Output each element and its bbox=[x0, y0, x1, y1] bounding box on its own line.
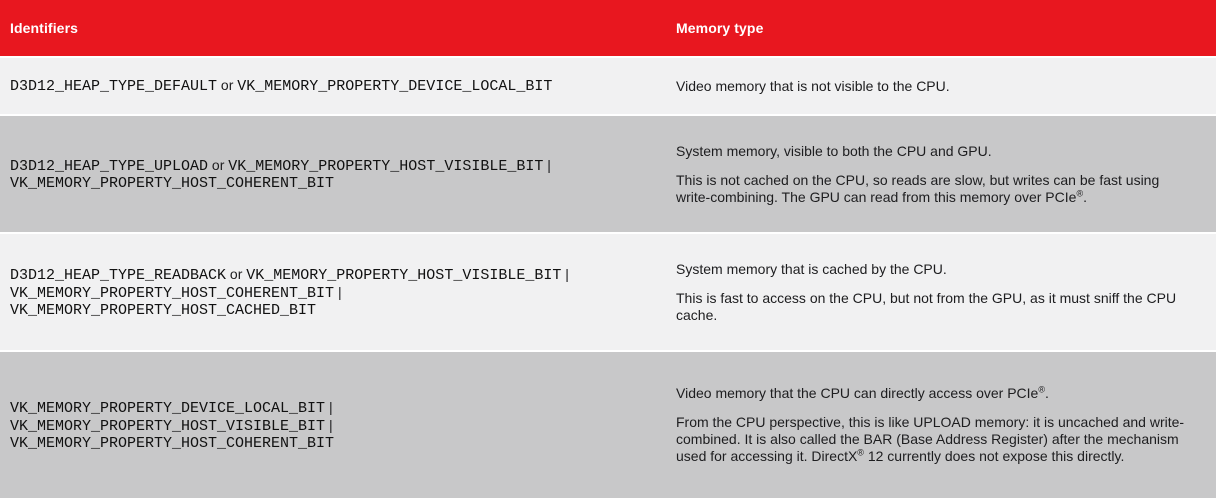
memory-type-cell: System memory that is cached by the CPU.… bbox=[666, 234, 1216, 350]
identifier-code: VK_MEMORY_PROPERTY_HOST_COHERENT_BIT bbox=[10, 434, 335, 452]
memory-type-cell: Video memory that is not visible to the … bbox=[666, 58, 1216, 114]
identifier-code: D3D12_HEAP_TYPE_READBACK bbox=[10, 266, 227, 284]
identifiers-cell: D3D12_HEAP_TYPE_UPLOAD or VK_MEMORY_PROP… bbox=[0, 116, 666, 232]
identifier-code: VK_MEMORY_PROPERTY_HOST_VISIBLE_BIT bbox=[246, 266, 562, 284]
memory-type-text: Video memory that is not visible to the … bbox=[676, 78, 950, 95]
identifier-code: D3D12_HEAP_TYPE_DEFAULT bbox=[10, 78, 218, 95]
column-header-memory-type: Memory type bbox=[676, 20, 764, 36]
identifier-connector: or bbox=[217, 77, 238, 93]
table-row: D3D12_HEAP_TYPE_READBACK or VK_MEMORY_PR… bbox=[0, 234, 1216, 350]
identifier-connector: | bbox=[334, 283, 342, 300]
identifier-connector: | bbox=[325, 398, 333, 415]
identifier-code: VK_MEMORY_PROPERTY_DEVICE_LOCAL_BIT bbox=[237, 78, 553, 95]
identifier-code: VK_MEMORY_PROPERTY_HOST_COHERENT_BIT bbox=[10, 284, 335, 302]
identifiers-text: D3D12_HEAP_TYPE_UPLOAD or VK_MEMORY_PROP… bbox=[10, 157, 551, 192]
identifiers-text: D3D12_HEAP_TYPE_READBACK or VK_MEMORY_PR… bbox=[10, 266, 569, 319]
memory-type-paragraph: Video memory that is not visible to the … bbox=[676, 77, 950, 94]
identifiers-cell: D3D12_HEAP_TYPE_READBACK or VK_MEMORY_PR… bbox=[0, 234, 666, 350]
identifiers-cell: D3D12_HEAP_TYPE_DEFAULT or VK_MEMORY_PRO… bbox=[0, 58, 666, 114]
column-header-identifiers: Identifiers bbox=[10, 20, 79, 36]
memory-type-paragraph: This is not cached on the CPU, so reads … bbox=[676, 171, 1160, 205]
table-row: D3D12_HEAP_TYPE_DEFAULT or VK_MEMORY_PRO… bbox=[0, 58, 1216, 114]
memory-type-paragraph: This is fast to access on the CPU, but n… bbox=[676, 289, 1177, 323]
table-row: VK_MEMORY_PROPERTY_DEVICE_LOCAL_BIT |VK_… bbox=[0, 352, 1216, 498]
identifiers-text: VK_MEMORY_PROPERTY_DEVICE_LOCAL_BIT |VK_… bbox=[10, 399, 334, 452]
memory-type-text: System memory that is cached by the CPU.… bbox=[676, 261, 1186, 324]
identifier-code: VK_MEMORY_PROPERTY_HOST_VISIBLE_BIT bbox=[228, 157, 544, 175]
memory-type-paragraph: System memory that is cached by the CPU. bbox=[676, 260, 947, 277]
table-body: D3D12_HEAP_TYPE_DEFAULT or VK_MEMORY_PRO… bbox=[0, 58, 1216, 498]
table-header-row: Identifiers Memory type bbox=[0, 0, 1216, 56]
registered-trademark-symbol: ® bbox=[1076, 187, 1084, 198]
identifier-connector: | bbox=[561, 265, 569, 282]
identifier-code: VK_MEMORY_PROPERTY_HOST_COHERENT_BIT bbox=[10, 174, 335, 192]
identifier-connector: | bbox=[325, 416, 333, 433]
identifier-code: D3D12_HEAP_TYPE_UPLOAD bbox=[10, 157, 209, 175]
memory-type-cell: Video memory that the CPU can directly a… bbox=[666, 352, 1216, 498]
identifier-code: VK_MEMORY_PROPERTY_DEVICE_LOCAL_BIT bbox=[10, 399, 326, 417]
identifiers-text: D3D12_HEAP_TYPE_DEFAULT or VK_MEMORY_PRO… bbox=[10, 77, 552, 95]
registered-trademark-symbol: ® bbox=[1038, 384, 1045, 395]
identifier-code: VK_MEMORY_PROPERTY_HOST_VISIBLE_BIT bbox=[10, 417, 326, 435]
memory-type-text: Video memory that the CPU can directly a… bbox=[676, 385, 1186, 465]
identifier-connector: or bbox=[226, 265, 247, 282]
memory-type-paragraph: Video memory that the CPU can directly a… bbox=[676, 384, 1049, 401]
table-row: D3D12_HEAP_TYPE_UPLOAD or VK_MEMORY_PROP… bbox=[0, 116, 1216, 232]
identifier-connector: | bbox=[543, 156, 551, 173]
registered-trademark-symbol: ® bbox=[857, 447, 864, 458]
memory-type-cell: System memory, visible to both the CPU a… bbox=[666, 116, 1216, 232]
memory-type-paragraph: From the CPU perspective, this is like U… bbox=[676, 414, 1185, 464]
memory-type-text: System memory, visible to both the CPU a… bbox=[676, 143, 1186, 206]
memory-type-paragraph: System memory, visible to both the CPU a… bbox=[676, 142, 992, 159]
identifier-code: VK_MEMORY_PROPERTY_HOST_CACHED_BIT bbox=[10, 301, 317, 319]
identifiers-cell: VK_MEMORY_PROPERTY_DEVICE_LOCAL_BIT |VK_… bbox=[0, 352, 666, 498]
identifier-connector: or bbox=[208, 156, 229, 173]
